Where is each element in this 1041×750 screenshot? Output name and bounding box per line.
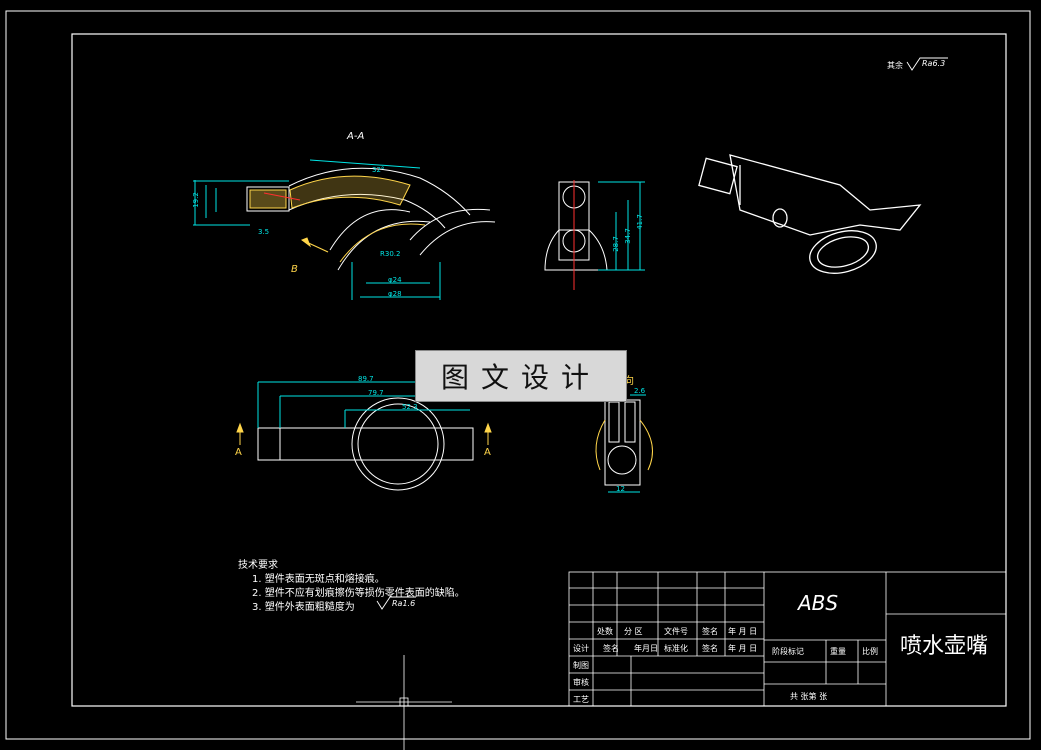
label-b: B [291, 264, 298, 275]
stage-label: 阶段标记 [772, 647, 804, 656]
dim-phi28: φ28 [388, 290, 402, 298]
dim-79-7: 79.7 [368, 389, 384, 397]
title-block-grid [568, 571, 1007, 707]
label-process: 工艺 [573, 695, 589, 704]
material-label: ABS [798, 591, 839, 615]
roughness-symbol-item3 [376, 596, 416, 610]
dim-52-3: 52.3 [402, 403, 418, 411]
tech-heading: 技术要求 [238, 560, 278, 571]
tech-roughness-value: Ra1.6 [392, 599, 416, 608]
isometric-view [698, 154, 922, 274]
crosshair-cursor [356, 655, 452, 750]
sheet-count: 共 张第 张 [790, 692, 828, 701]
inner-border [71, 33, 1007, 707]
dim-2-6: 2.6 [634, 387, 646, 395]
side-view [544, 180, 645, 290]
roughness-symbol [906, 57, 948, 71]
hdr-zone: 分 区 [624, 627, 643, 636]
tech-item-1: 1. 塑件表面无斑点和熔接痕。 [252, 574, 385, 585]
scale-label: 比例 [862, 647, 878, 656]
label-a-right: A [484, 447, 491, 458]
outer-border [5, 10, 1031, 740]
tech-item-3: 3. 塑件外表面粗糙度为 [252, 602, 355, 613]
section-label: A-A [347, 131, 365, 142]
hdr-sign: 签名 [702, 627, 718, 636]
dim-19-2: 19.2 [191, 192, 200, 208]
row-standard-date: 年 月 日 [728, 644, 758, 653]
dim-phi24: φ24 [388, 276, 402, 284]
hdr-date: 年 月 日 [728, 627, 758, 636]
row-standard-sign: 签名 [702, 644, 718, 653]
dim-3-5: 3.5 [258, 228, 270, 236]
row-design: 设计 [573, 644, 589, 653]
dim-34-7: 34.7 [623, 228, 632, 244]
label-drawn: 制图 [573, 661, 589, 670]
part-name: 喷水壶嘴 [900, 634, 989, 659]
dim-89-7: 89.7 [358, 375, 374, 383]
section-view [193, 159, 496, 300]
label-a-left: A [235, 447, 242, 458]
dim-41-7: 41.7 [635, 214, 644, 230]
roughness-value: Ra6.3 [922, 59, 946, 68]
weight-label: 重量 [830, 647, 846, 656]
dim-28-7: 28.7 [611, 236, 620, 252]
row-standard: 标准化 [664, 644, 688, 653]
dim-32-deg: 32° [372, 166, 385, 174]
top-view [236, 381, 492, 491]
row-design-sign: 签名 [603, 644, 619, 653]
tech-item-2: 2. 塑件不应有划痕擦伤等损伤零件表面的缺陷。 [252, 588, 465, 599]
hdr-file-no: 文件号 [664, 627, 688, 636]
roughness-prefix: 其余 [887, 61, 903, 70]
hdr-count: 处数 [597, 627, 613, 636]
label-view-direction: 向 [624, 376, 634, 387]
watermark-box: 图文设计 [415, 350, 627, 402]
watermark-text: 图文设计 [440, 361, 601, 394]
label-review: 审核 [573, 678, 589, 687]
dim-r30-2: R30.2 [380, 250, 401, 258]
b-view [595, 394, 653, 493]
dim-12: 12 [616, 485, 625, 493]
row-design-date: 年月日 [634, 644, 658, 653]
